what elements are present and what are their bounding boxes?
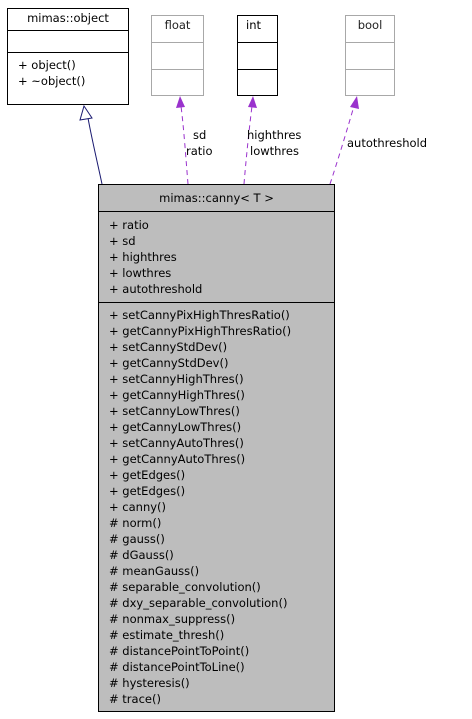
canny-method: # hysteresis() (109, 676, 190, 690)
int-member-edge (243, 105, 253, 185)
object-attributes-section (8, 30, 128, 52)
float-attributes-section (152, 42, 203, 69)
canny-methods-section: + setCannyPixHighThresRatio() + getCanny… (99, 302, 334, 707)
canny-method: # meanGauss() (109, 564, 200, 578)
bool-class-title: bool (357, 18, 383, 32)
bool-attributes-section (346, 42, 394, 69)
canny-attributes-section: + ratio + sd + highthres + lowthres + au… (99, 211, 334, 302)
bool-arrowhead (350, 96, 359, 109)
canny-method: + getEdges() (109, 468, 186, 482)
canny-method: + getCannyPixHighThresRatio() (109, 324, 292, 338)
canny-method: # dxy_separable_convolution() (109, 596, 288, 610)
canny-method: + getCannyLowThres() (109, 420, 242, 434)
canny-method: # nonmax_suppress() (109, 612, 236, 626)
canny-method: # dGauss() (109, 548, 174, 562)
canny-method: # gauss() (109, 532, 165, 546)
int-edge-label-highthres: highthres (247, 128, 302, 142)
canny-attribute-1: + ratio (109, 218, 149, 232)
canny-method: + getEdges() (109, 484, 186, 498)
canny-class-title: mimas::canny< T > (159, 191, 274, 205)
object-class-box[interactable]: mimas::object + object() + ~object() (7, 8, 129, 105)
int-methods-section (238, 69, 277, 95)
object-method-2: + ~object() (18, 74, 86, 88)
canny-method: # trace() (109, 692, 161, 706)
canny-method: + setCannyStdDev() (109, 340, 228, 354)
bool-edge-label-autothreshold: autothreshold (347, 136, 428, 150)
int-arrowhead (248, 96, 257, 108)
float-methods-section (152, 69, 203, 95)
canny-method: # estimate_thresh() (109, 628, 225, 642)
int-attributes-section (238, 42, 277, 69)
int-class-box[interactable]: int (237, 15, 278, 96)
canny-method: + getCannyStdDev() (109, 356, 229, 370)
int-edge-label-lowthres: lowthres (250, 144, 299, 158)
canny-attribute-2: + sd (109, 234, 136, 248)
canny-method: + getCannyHighThres() (109, 388, 245, 402)
canny-method: + setCannyPixHighThresRatio() (109, 308, 290, 322)
canny-attribute-5: + autothreshold (109, 282, 203, 296)
object-methods-section: + object() + ~object() (8, 52, 128, 89)
bool-member-edge (329, 105, 355, 185)
float-member-edge (180, 105, 189, 185)
bool-class-box[interactable]: bool (345, 15, 395, 96)
canny-method: # distancePointToLine() (109, 660, 245, 674)
float-edge-label-sd: sd (193, 128, 207, 142)
canny-attribute-4: + lowthres (109, 266, 172, 280)
inheritance-arrowhead (79, 104, 93, 121)
float-class-box[interactable]: float (151, 15, 204, 96)
object-method-1: + object() (18, 58, 76, 72)
canny-method: # norm() (109, 516, 162, 530)
canny-method: + canny() (109, 500, 167, 514)
canny-class-box[interactable]: mimas::canny< T > + ratio + sd + highthr… (98, 184, 335, 712)
canny-method: # distancePointToPoint() (109, 644, 250, 658)
canny-method: + getCannyAutoThres() (109, 452, 246, 466)
bool-methods-section (346, 69, 394, 95)
inheritance-edge (87, 117, 103, 185)
float-arrowhead (176, 96, 185, 108)
canny-method: + setCannyLowThres() (109, 404, 240, 418)
canny-attribute-3: + highthres (109, 250, 177, 264)
canny-method: + setCannyHighThres() (109, 372, 244, 386)
float-edge-label-ratio: ratio (186, 144, 213, 158)
canny-method: # separable_convolution() (109, 580, 261, 594)
int-class-title: int (246, 18, 261, 32)
float-class-title: float (164, 18, 191, 32)
canny-method: + setCannyAutoThres() (109, 436, 244, 450)
object-class-title: mimas::object (27, 11, 109, 25)
